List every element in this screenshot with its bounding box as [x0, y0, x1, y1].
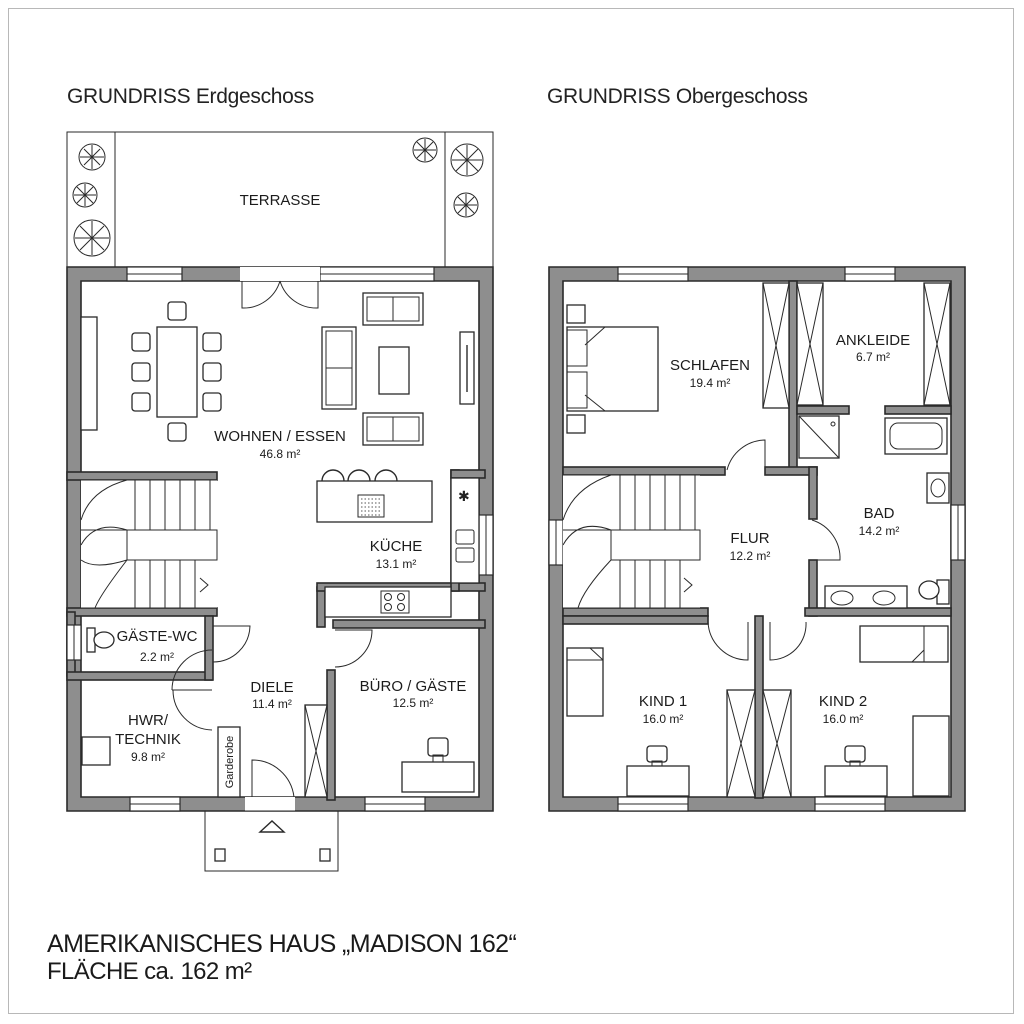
closet	[304, 704, 328, 798]
staircase	[80, 479, 218, 609]
window	[950, 504, 966, 561]
window	[364, 796, 426, 812]
diele-area: 11.4 m²	[252, 697, 292, 711]
window	[844, 266, 896, 282]
door-swing	[726, 439, 766, 471]
flur-area: 12.2 m²	[730, 549, 771, 563]
ankleide-label: ANKLEIDE	[836, 332, 910, 349]
kind2-area: 16.0 m²	[823, 712, 864, 726]
cooktop-icon	[380, 590, 410, 614]
desk	[626, 745, 690, 797]
schlafen-label: SCHLAFEN	[670, 357, 750, 374]
toilet-icon	[86, 627, 115, 653]
ground-floor-plan: ✱	[66, 131, 494, 872]
wohnen-label: WOHNEN / ESSEN	[214, 428, 346, 445]
washing-machine	[81, 736, 111, 766]
upper-floor-plan: SCHLAFEN 19.4 m² ANKLEIDE 6.7 m² BAD 14.…	[548, 266, 966, 812]
bad-area: 14.2 m²	[859, 524, 900, 538]
entry-porch	[204, 810, 339, 872]
terrace-door	[240, 267, 320, 309]
upper-floor-heading: GRUNDRISS Obergeschoss	[547, 85, 808, 108]
window	[617, 266, 689, 282]
wardrobe	[762, 282, 790, 409]
page-frame	[8, 8, 1014, 1014]
extractor-icon: ✱	[458, 489, 470, 505]
hwr-label-line2: TECHNIK	[115, 731, 181, 748]
wardrobe	[726, 689, 756, 798]
terrace-label: TERRASSE	[240, 192, 321, 209]
toilet-icon	[918, 579, 950, 605]
diele-label: DIELE	[250, 679, 293, 696]
single-bed	[859, 625, 949, 663]
house-title: AMERIKANISCHES HAUS „MADISON 162“	[47, 930, 517, 958]
door-swing	[707, 621, 749, 661]
garderobe-label: Garderobe	[224, 736, 236, 789]
window	[617, 796, 689, 812]
door-swing	[811, 519, 841, 561]
hwr-area: 9.8 m²	[131, 750, 165, 764]
upper-floor-outer-wall	[548, 266, 966, 812]
wardrobe	[762, 689, 792, 798]
entrance-door	[245, 759, 295, 811]
kind1-area: 16.0 m²	[643, 712, 684, 726]
shelf	[912, 715, 950, 797]
office-desk	[401, 737, 475, 793]
desk	[824, 745, 888, 797]
washbasin-icon	[926, 472, 950, 504]
sideboard	[80, 316, 98, 431]
shower-icon	[798, 415, 840, 459]
kueche-area: 13.1 m²	[376, 557, 417, 571]
window	[319, 266, 435, 282]
window	[478, 514, 494, 576]
double-vanity	[824, 585, 908, 609]
house-area: FLÄCHE ca. 162 m²	[47, 958, 252, 985]
gaeste-wc-area: 2.2 m²	[140, 650, 174, 664]
tree-icon	[78, 143, 106, 171]
wardrobe	[796, 282, 824, 406]
wohnen-area: 46.8 m²	[260, 447, 301, 461]
hwr-label-line1: HWR/	[128, 712, 169, 729]
wc-door	[212, 625, 251, 663]
window	[66, 624, 82, 661]
double-bed	[566, 304, 659, 434]
bathtub-icon	[884, 417, 948, 455]
hwr-door	[171, 649, 213, 691]
sofa-set	[321, 292, 424, 446]
kitchen-island	[316, 469, 433, 523]
tree-icon	[450, 143, 484, 177]
bad-label: BAD	[864, 505, 895, 522]
kueche-label: KÜCHE	[370, 537, 423, 555]
gaeste-wc-label: GÄSTE-WC	[117, 628, 198, 645]
tree-icon	[72, 182, 98, 208]
tree-icon	[453, 192, 479, 218]
ground-floor-heading: GRUNDRISS Erdgeschoss	[67, 85, 314, 108]
buero-area: 12.5 m²	[393, 696, 434, 710]
buero-label: BÜRO / GÄSTE	[360, 677, 467, 695]
flur-label: FLUR	[730, 530, 769, 547]
dining-table	[131, 301, 222, 442]
wardrobe	[923, 282, 951, 406]
window	[548, 519, 564, 566]
tree-icon	[73, 219, 111, 257]
window	[126, 266, 183, 282]
tv-unit	[459, 331, 475, 405]
schlafen-area: 19.4 m²	[690, 376, 731, 390]
garderobe-cabinet	[217, 726, 241, 798]
tree-icon	[412, 137, 438, 163]
kind1-label: KIND 1	[639, 693, 687, 710]
sink-icon	[455, 529, 475, 545]
kind2-label: KIND 2	[819, 693, 867, 710]
ankleide-area: 6.7 m²	[856, 350, 890, 364]
staircase	[562, 474, 701, 609]
window	[814, 796, 886, 812]
single-bed	[566, 647, 604, 717]
office-door	[334, 629, 373, 668]
door-swing	[769, 621, 807, 661]
window	[129, 796, 181, 812]
kitchen-counter: ✱	[324, 477, 480, 618]
